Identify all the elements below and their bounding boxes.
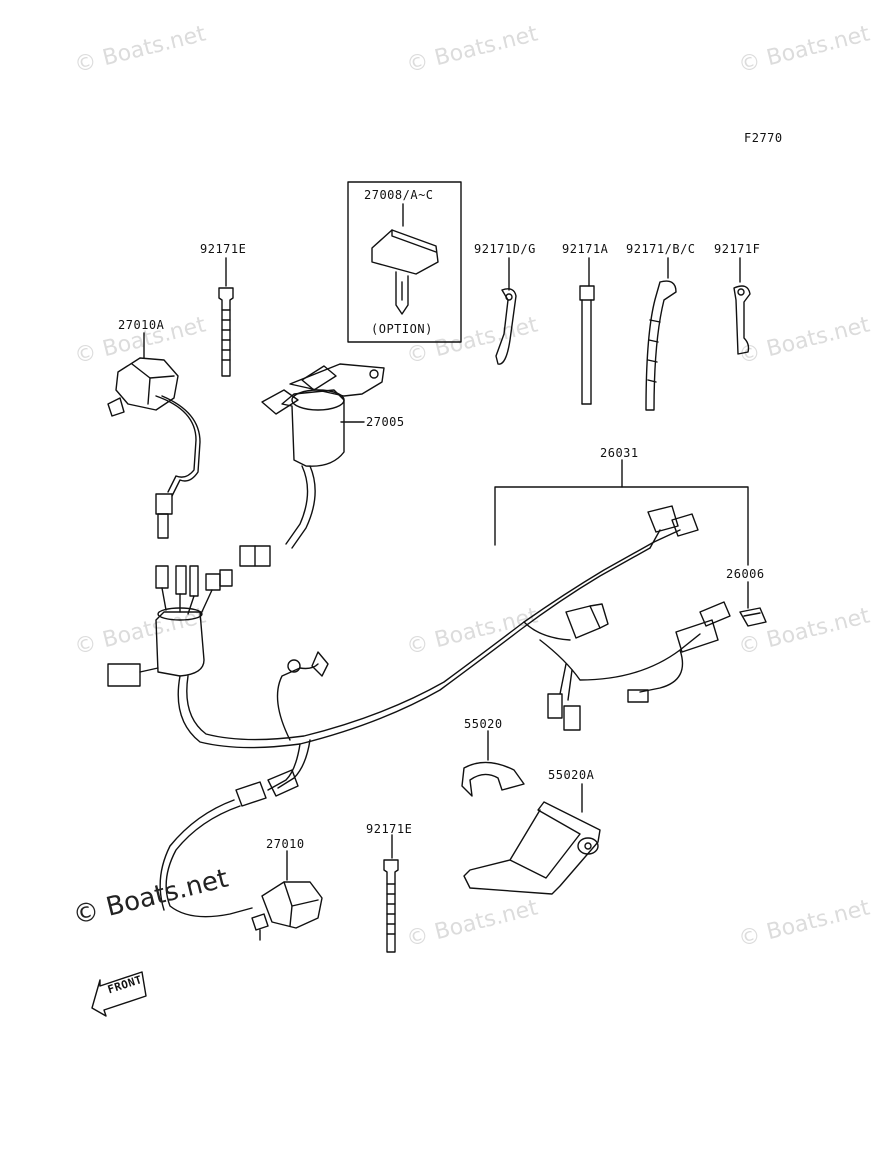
strap-clip-bottom (383, 859, 399, 953)
cover-55020 (461, 761, 525, 797)
bracket-55020a (463, 801, 601, 895)
part-label: 27010 (266, 837, 305, 851)
connector-cluster (155, 565, 233, 617)
ignition-switch-27005 (239, 363, 385, 567)
key-drawing (371, 229, 439, 315)
part-label: 26006 (726, 567, 765, 581)
cable-tie-92171bc (645, 280, 677, 411)
part-label: 92171/B/C (626, 242, 696, 256)
switch-27010 (251, 881, 323, 941)
strap-clip-top (218, 287, 234, 377)
clip-92171dg (495, 288, 517, 365)
part-label: 92171E (200, 242, 247, 256)
part-label: 92171E (366, 822, 413, 836)
front-arrow-icon (91, 971, 147, 1017)
leader-lines (143, 203, 749, 881)
switch-27010a (107, 357, 201, 539)
clip-92171f (733, 285, 751, 355)
part-label: 27005 (366, 415, 405, 429)
part-label: 55020A (548, 768, 595, 782)
part-label: 92171F (714, 242, 761, 256)
figure-code: F2770 (744, 131, 783, 145)
option-part-label: 27008/A~C (364, 188, 434, 202)
main-harness-26031 (107, 505, 731, 918)
part-label: 92171A (562, 242, 609, 256)
part-label: 26031 (600, 446, 639, 460)
part-label: 55020 (464, 717, 503, 731)
cable-tie-92171a (579, 285, 595, 405)
fuse-26006 (739, 607, 767, 627)
option-box-frame (347, 181, 462, 343)
option-note: (OPTION) (371, 322, 433, 336)
part-label: 92171D/G (474, 242, 536, 256)
part-label: 27010A (118, 318, 165, 332)
